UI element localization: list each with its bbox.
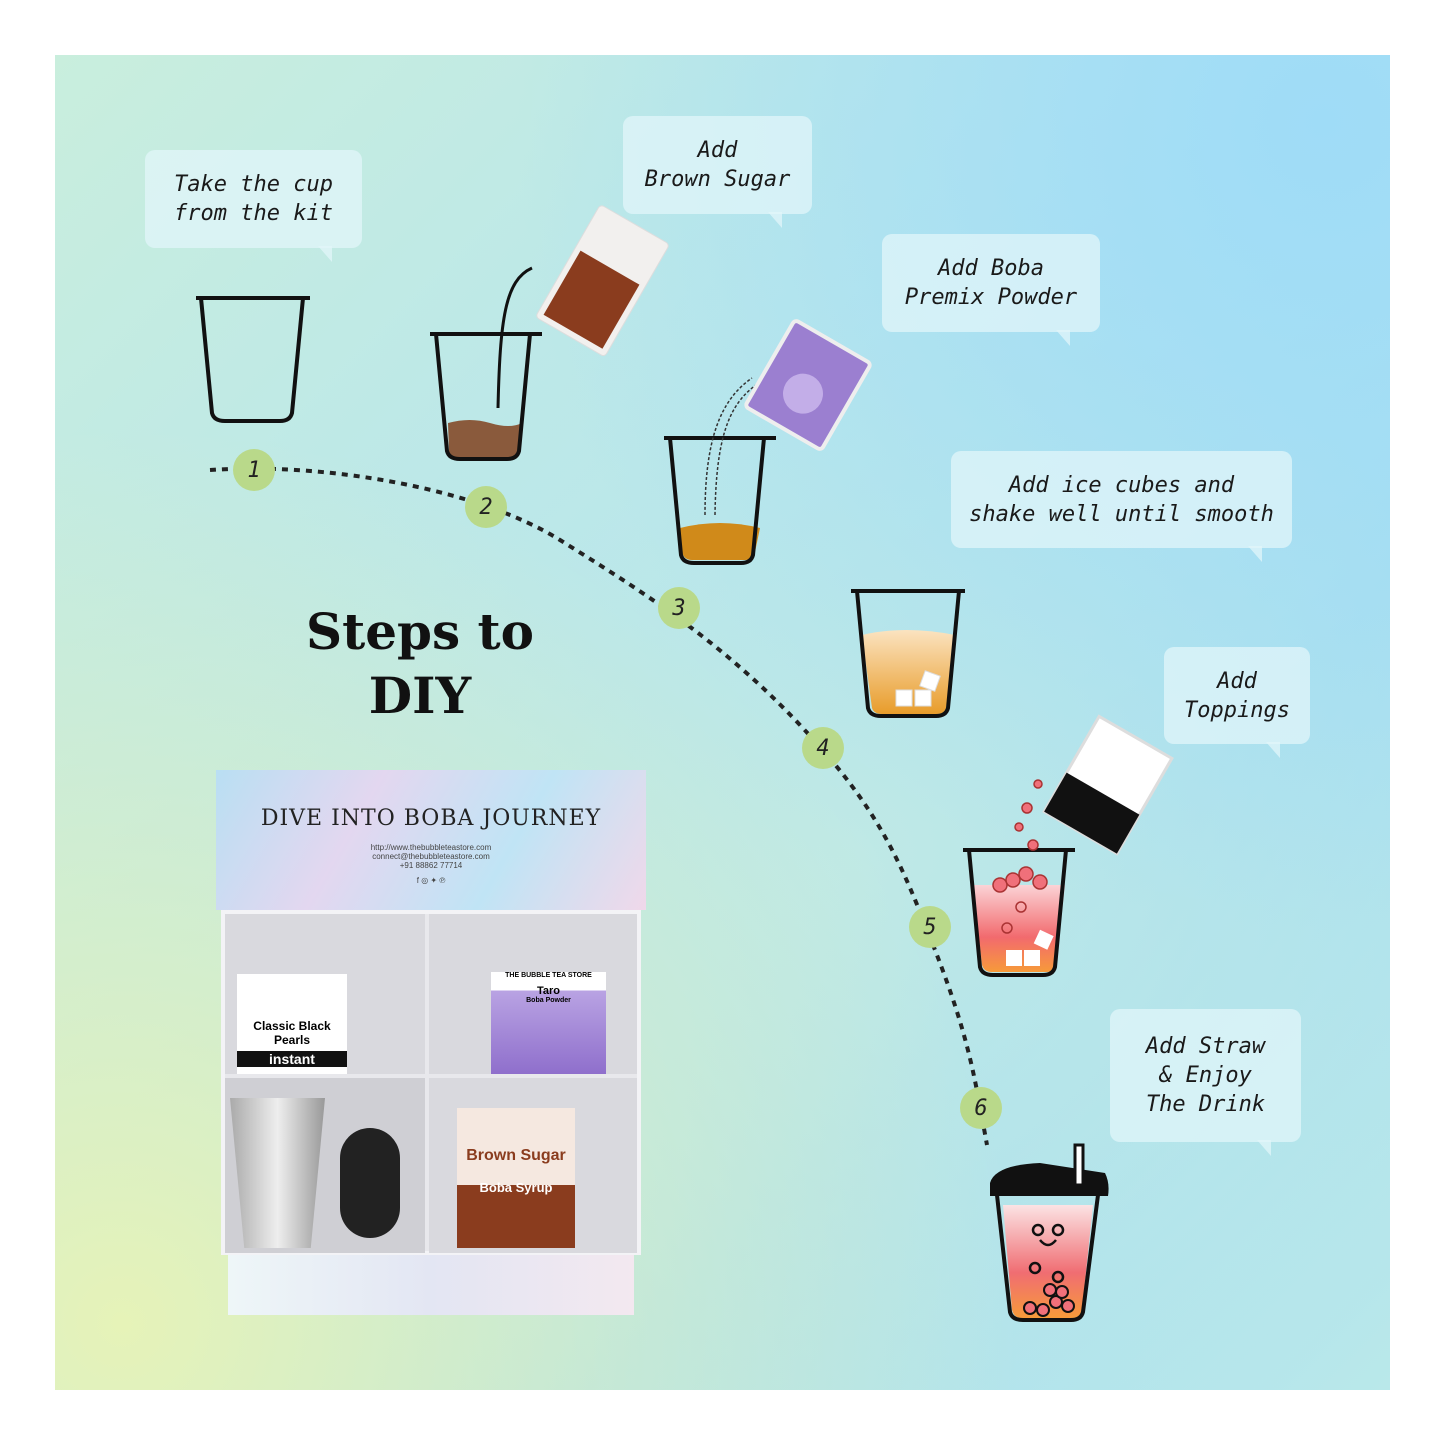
- instant-label: instant: [237, 1051, 347, 1067]
- brown-sugar-cup-icon: [430, 266, 542, 461]
- box-front-panel: [228, 1255, 634, 1315]
- box-tray: Classic Black Pearls instant THE BUBBLE T…: [221, 910, 641, 1255]
- ice-cup-icon: [851, 589, 965, 718]
- empty-cup-icon: [196, 296, 310, 423]
- caption-line: Add Boba: [938, 256, 1044, 281]
- caption-line: Add: [697, 138, 738, 163]
- caption-line: Brown Sugar: [644, 167, 791, 192]
- caption-line: Add Straw: [1145, 1034, 1266, 1059]
- step-4-caption: Add ice cubes and shake well until smooth: [951, 451, 1292, 562]
- syrup-label: Boba Syrup: [479, 1180, 553, 1195]
- cup-lids-icon: [340, 1128, 400, 1238]
- brown-sugar-sachet-icon: [536, 205, 669, 356]
- caption-line: shake well until smooth: [969, 501, 1274, 527]
- title-line-1: Steps to: [306, 602, 534, 661]
- caption-line: Add: [1217, 668, 1257, 694]
- box-website: http://www.thebubbleteastore.com: [370, 843, 492, 852]
- caption-line: Premix Powder: [904, 285, 1078, 310]
- caption-line: Add ice cubes and: [1008, 472, 1235, 498]
- pearls-label: Classic Black Pearls: [253, 1019, 331, 1047]
- caption-line: & Enjoy: [1159, 1063, 1252, 1088]
- taro-brand-label: THE BUBBLE TEA STORE: [505, 972, 592, 979]
- caption-line: Toppings: [1184, 697, 1290, 723]
- toppings-cup-icon: [963, 779, 1075, 977]
- pearls-compartment: Classic Black Pearls instant: [225, 914, 425, 1074]
- taro-label: Taro: [536, 985, 561, 997]
- step-marker-1: 1: [233, 449, 275, 491]
- caption-line: The Drink: [1145, 1092, 1266, 1117]
- taro-sachet-icon: [744, 319, 872, 451]
- cups-compartment: [225, 1078, 425, 1253]
- step-1-caption: Take the cup from the kit: [145, 150, 362, 262]
- taro-sub-label: Boba Powder: [526, 997, 571, 1004]
- brown-sugar-label: Brown Sugar: [466, 1147, 566, 1164]
- pearls-packet: Classic Black Pearls instant: [237, 974, 347, 1074]
- step-marker-6: 6: [960, 1087, 1002, 1129]
- social-icons: f ◎ ✦ ℗: [416, 876, 446, 885]
- premix-cup-icon: [664, 377, 776, 565]
- caption-line: Take the cup: [174, 172, 333, 197]
- finished-drink-icon: [990, 1143, 1109, 1322]
- stacked-cups-icon: [230, 1098, 325, 1248]
- box-phone: +91 88862 77714: [399, 861, 463, 870]
- diy-kit-box: Classic Black Pearls instant THE BUBBLE T…: [216, 770, 646, 1315]
- box-email: connect@thebubbleteastore.com: [372, 852, 490, 861]
- step-marker-2: 2: [465, 486, 507, 528]
- title-line-2: DIY: [368, 666, 472, 725]
- caption-line: from the kit: [174, 201, 333, 226]
- step-marker-5: 5: [909, 906, 951, 948]
- box-heading: DIVE INTO BOBA JOURNEY: [260, 806, 602, 831]
- tapioca-sachet-icon: [1042, 714, 1174, 856]
- box-lid: DIVE INTO BOBA JOURNEY http://www.thebub…: [216, 770, 646, 910]
- step-marker-4: 4: [802, 727, 844, 769]
- step-marker-3: 3: [658, 587, 700, 629]
